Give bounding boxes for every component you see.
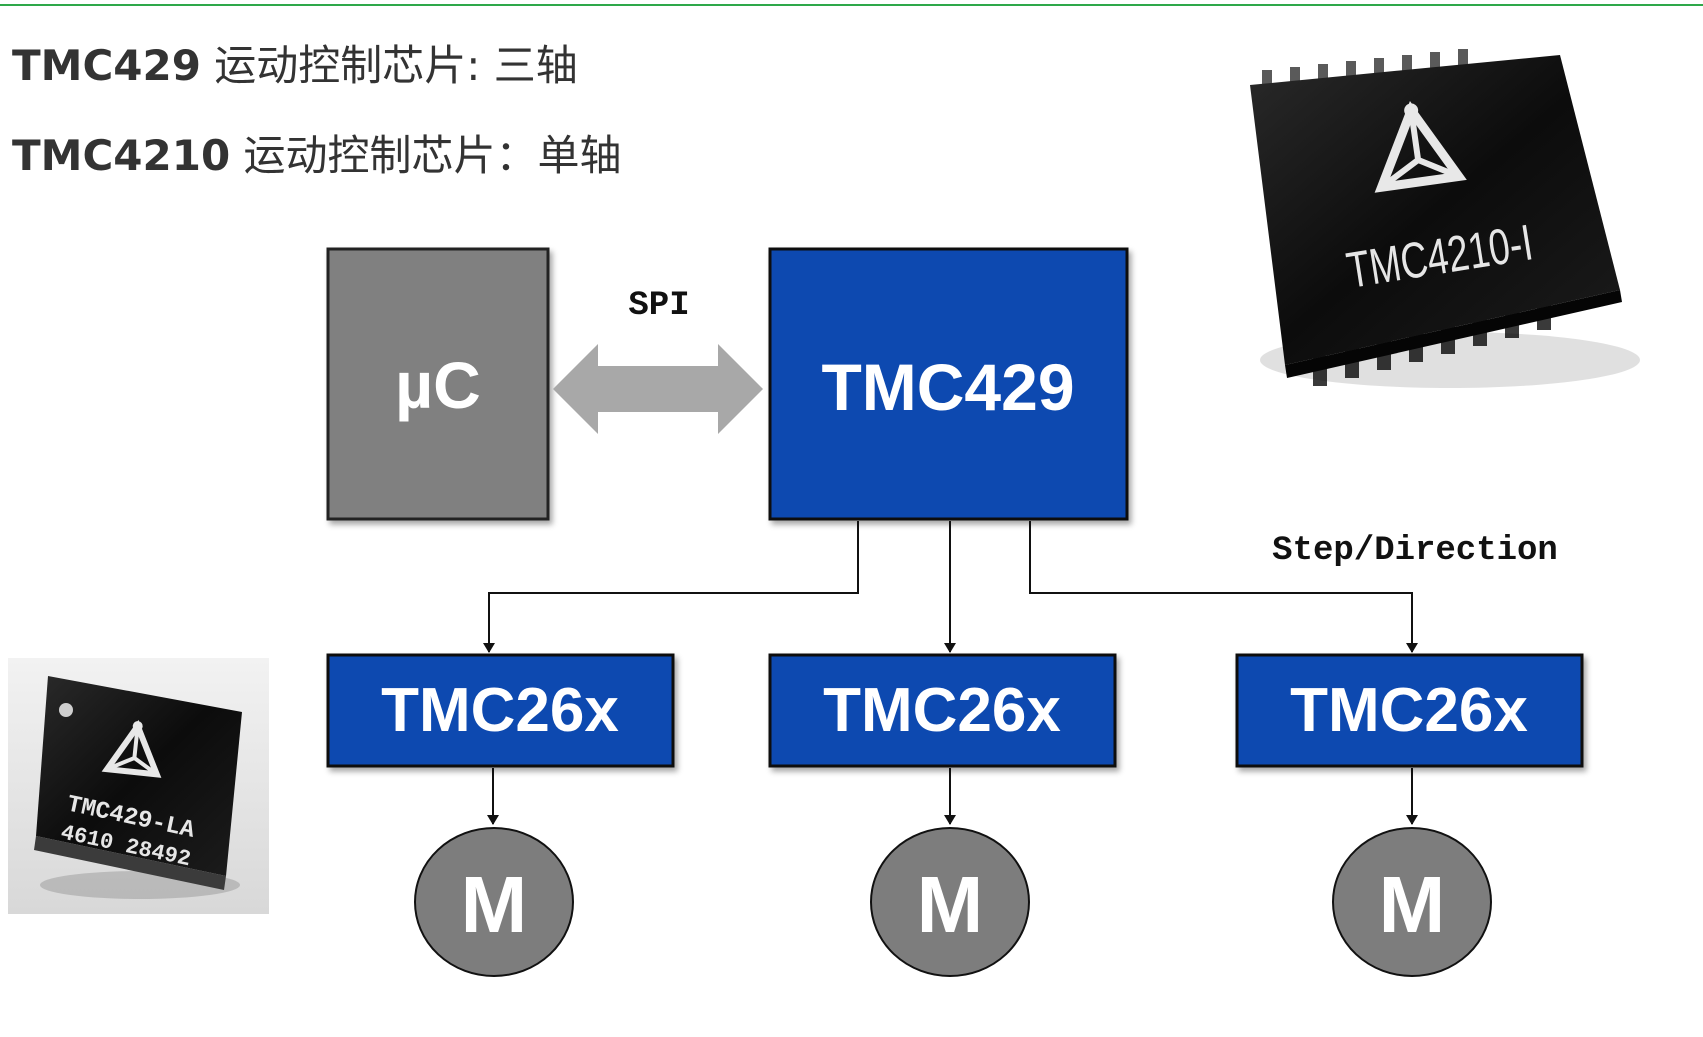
chip-photo-large: TMC4210-I [1250, 49, 1640, 388]
header-line-1-desc: 运动控制芯片: 三轴 [201, 41, 578, 90]
chip-small-logo [101, 719, 162, 778]
motor-label-3: M [1379, 860, 1446, 949]
header-line-1: TMC429 运动控制芯片: 三轴 [12, 41, 578, 90]
chip-large-logo [1374, 101, 1467, 193]
motor-label-2: M [917, 860, 984, 949]
top-accent-line [0, 4, 1703, 6]
header-line-2-desc: 运动控制芯片：单轴 [230, 131, 621, 180]
driver-label-1: TMC26x [381, 676, 619, 745]
driver-block-2 [768, 653, 1117, 768]
uc-label: µC [395, 348, 481, 422]
chip-photo-small: TMC429-LA 4610 28492 [8, 658, 269, 914]
connector-left [483, 521, 859, 653]
motor-3 [1332, 827, 1492, 977]
motor-label-1: M [461, 860, 528, 949]
driver-label-2: TMC26x [823, 676, 1061, 745]
motor-2 [870, 827, 1030, 977]
chip-large-pins-top [1262, 49, 1468, 88]
header-line-1-chip: TMC429 [12, 41, 201, 90]
motor-1 [414, 827, 574, 977]
uc-block [326, 247, 550, 521]
stepdir-label: Step/Direction [1272, 532, 1558, 570]
spi-arrow [553, 344, 763, 434]
header-line-2: TMC4210 运动控制芯片：单轴 [12, 131, 622, 180]
driver-block-3 [1235, 653, 1584, 768]
connector-lines [483, 521, 1418, 825]
driver-block-1 [326, 653, 675, 768]
driver-label-3: TMC26x [1290, 676, 1528, 745]
connector-right [1029, 521, 1418, 653]
controller-label: TMC429 [821, 350, 1074, 424]
controller-block [768, 247, 1129, 521]
header-line-2-chip: TMC4210 [12, 131, 230, 180]
spi-label: SPI [628, 287, 689, 325]
